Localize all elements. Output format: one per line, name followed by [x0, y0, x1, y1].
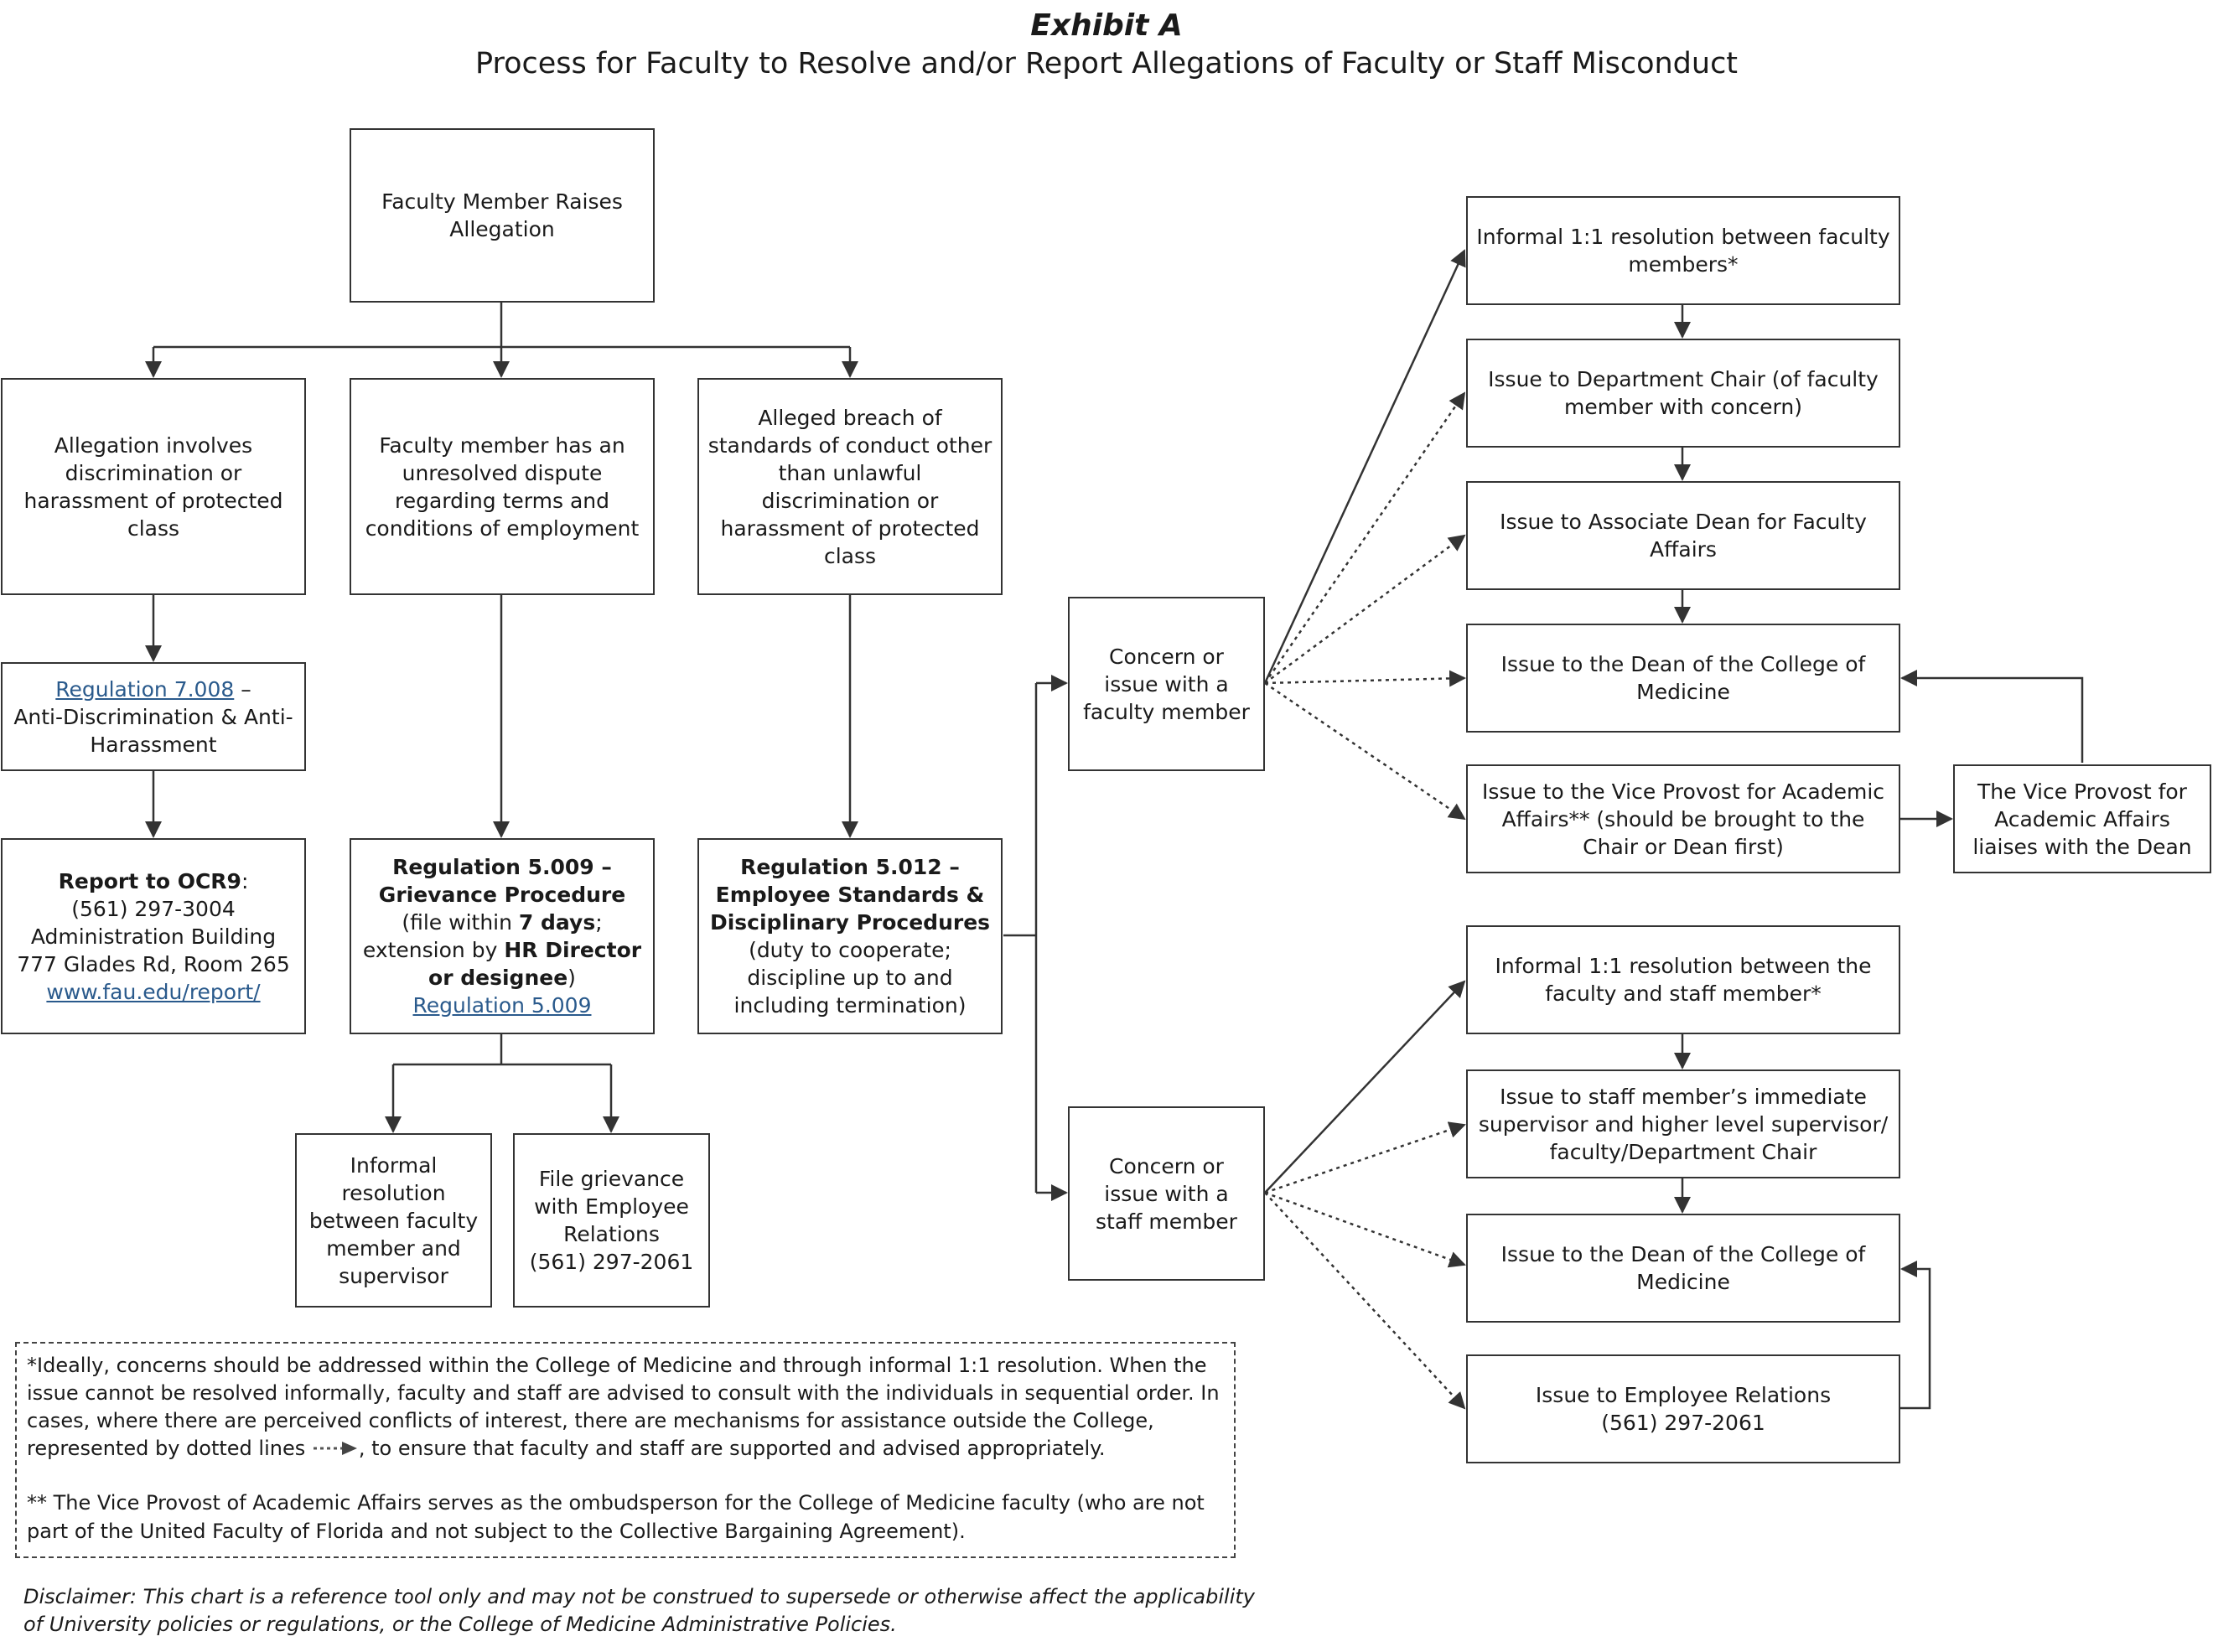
staff-concern-label: Concern or issue with a staff member	[1096, 1153, 1237, 1234]
diagram-title: Exhibit A	[1030, 8, 1183, 43]
faculty-step-chair-label: Issue to Department Chair (of faculty me…	[1488, 367, 1879, 419]
branch-conduct: Alleged breach of standards of conduct o…	[697, 378, 1003, 595]
branch-dispute: Faculty member has an unresolved dispute…	[350, 378, 655, 595]
ocr9-address: 777 Glades Rd, Room 265	[17, 951, 290, 976]
arrow-faculty-assoc-dean	[1264, 534, 1466, 685]
reg5009-text2: ; extension by	[362, 910, 603, 962]
footnote-paragraph-1: *Ideally, concerns should be addressed w…	[27, 1352, 1224, 1463]
ocr9-box: Report to OCR9: (561) 297-3004 Administr…	[1, 838, 306, 1034]
staff-step-employee-relations-label: Issue to Employee Relations	[1535, 1383, 1832, 1407]
faculty-step-informal: Informal 1:1 resolution between faculty …	[1466, 196, 1900, 305]
reg5009-text: Regulation 5.009 – Grievance Procedure (…	[360, 853, 645, 992]
arrow-staff-informal	[1264, 980, 1466, 1194]
reg5009-link[interactable]: Regulation 5.009	[412, 993, 592, 1018]
branch-dispute-label: Faculty member has an unresolved dispute…	[365, 432, 640, 541]
arrow-staff-dean	[1264, 1191, 1466, 1268]
root-label: Faculty Member Raises Allegation	[381, 189, 623, 241]
reg7008-rest: Anti-Discrimination & Anti-Harassment	[13, 704, 293, 757]
reg5009-box: Regulation 5.009 – Grievance Procedure (…	[350, 838, 655, 1034]
dotted-arrow-icon	[313, 1442, 357, 1456]
reg7008-dash: –	[234, 676, 251, 702]
staff-step-informal-label: Informal 1:1 resolution between the facu…	[1495, 954, 1872, 1006]
diagram-subtitle: Process for Faculty to Resolve and/or Re…	[474, 47, 1739, 80]
staff-concern-box: Concern or issue with a staff member	[1068, 1106, 1265, 1281]
ocr9-url[interactable]: www.fau.edu/report/	[46, 979, 261, 1004]
faculty-step-vice-provost-label: Issue to the Vice Provost for Academic A…	[1481, 779, 1885, 859]
staff-step-employee-relations-phone: (561) 297-2061	[1601, 1411, 1765, 1435]
arrow-faculty-vice-provost	[1264, 681, 1466, 821]
informal-resolution-box: Informal resolution between faculty memb…	[295, 1133, 492, 1308]
vice-provost-note-label: The Vice Provost for Academic Affairs li…	[1972, 779, 2192, 859]
faculty-concern-box: Concern or issue with a faculty member	[1068, 597, 1265, 771]
ocr9-phone: (561) 297-3004	[71, 896, 236, 921]
faculty-step-chair: Issue to Department Chair (of faculty me…	[1466, 339, 1900, 448]
reg5012-text: Regulation 5.012 – Employee Standards & …	[707, 853, 992, 1019]
disclaimer: Disclaimer: This chart is a reference to…	[23, 1585, 1255, 1637]
reg5009-text3: )	[568, 966, 576, 990]
reg5012-bold: Regulation 5.012 – Employee Standards & …	[709, 855, 991, 935]
reg5012-box: Regulation 5.012 – Employee Standards & …	[697, 838, 1003, 1034]
footnote-box: *Ideally, concerns should be addressed w…	[15, 1342, 1236, 1558]
reg7008-line1: Regulation 7.008 –	[55, 676, 251, 703]
staff-step-employee-relations: Issue to Employee Relations (561) 297-20…	[1466, 1354, 1900, 1463]
reg5012-rest: (duty to cooperate; discipline up to and…	[733, 938, 967, 1018]
root-box: Faculty Member Raises Allegation	[350, 128, 655, 303]
staff-step-supervisor-label: Issue to staff member’s immediate superv…	[1478, 1084, 1889, 1164]
branch-conduct-label: Alleged breach of standards of conduct o…	[707, 405, 992, 568]
faculty-step-assoc-dean: Issue to Associate Dean for Faculty Affa…	[1466, 481, 1900, 590]
footnote-p1b: , to ensure that faculty and staff are s…	[358, 1437, 1106, 1461]
arrow-faculty-informal	[1263, 249, 1466, 684]
staff-step-informal: Informal 1:1 resolution between the facu…	[1466, 925, 1900, 1034]
reg7008-box: Regulation 7.008 – Anti-Discrimination &…	[1, 662, 306, 771]
ocr9-heading: Report to OCR9:	[59, 867, 249, 895]
reg5009-text1: (file within	[402, 910, 519, 935]
branch-discrimination-label: Allegation involves discrimination or ha…	[23, 432, 283, 541]
faculty-step-informal-label: Informal 1:1 resolution between faculty …	[1476, 225, 1890, 277]
reg5009-bold3: HR Director or designee	[428, 938, 642, 990]
staff-step-dean: Issue to the Dean of the College of Medi…	[1466, 1214, 1900, 1323]
branch-discrimination: Allegation involves discrimination or ha…	[1, 378, 306, 595]
footnote-p1a: *Ideally, concerns should be addressed w…	[27, 1354, 1220, 1461]
footnote-paragraph-2: ** The Vice Provost of Academic Affairs …	[27, 1491, 1205, 1543]
arrow-vp-to-dean	[1900, 670, 2084, 763]
ocr9-colon: :	[241, 868, 249, 893]
file-grievance-label: File grievance with Employee Relations	[534, 1167, 689, 1246]
reg5009-bold2: 7 days	[518, 910, 596, 935]
staff-step-dean-label: Issue to the Dean of the College of Medi…	[1500, 1242, 1866, 1294]
file-grievance-phone: (561) 297-2061	[529, 1250, 694, 1274]
reg5009-bold1: Regulation 5.009 – Grievance Procedure	[378, 855, 626, 907]
reg7008-link[interactable]: Regulation 7.008	[55, 676, 235, 702]
faculty-step-assoc-dean-label: Issue to Associate Dean for Faculty Affa…	[1500, 510, 1867, 562]
informal-resolution-label: Informal resolution between faculty memb…	[308, 1152, 479, 1288]
staff-step-supervisor: Issue to staff member’s immediate superv…	[1466, 1069, 1900, 1178]
arrow-er-to-dean	[1900, 1261, 1931, 1410]
arrow-staff-employee-relations	[1264, 1192, 1466, 1410]
faculty-concern-label: Concern or issue with a faculty member	[1083, 644, 1250, 724]
faculty-step-vice-provost: Issue to the Vice Provost for Academic A…	[1466, 764, 1900, 873]
file-grievance-box: File grievance with Employee Relations (…	[513, 1133, 710, 1308]
ocr9-building: Administration Building	[30, 924, 277, 949]
arrow-faculty-dean	[1264, 670, 1466, 687]
faculty-step-dean-label: Issue to the Dean of the College of Medi…	[1500, 652, 1866, 704]
ocr9-bold: Report to OCR9	[58, 868, 241, 893]
arrow-faculty-chair	[1263, 391, 1466, 684]
vice-provost-note-box: The Vice Provost for Academic Affairs li…	[1953, 764, 2211, 873]
arrow-staff-supervisor	[1264, 1121, 1466, 1194]
faculty-step-dean: Issue to the Dean of the College of Medi…	[1466, 624, 1900, 733]
